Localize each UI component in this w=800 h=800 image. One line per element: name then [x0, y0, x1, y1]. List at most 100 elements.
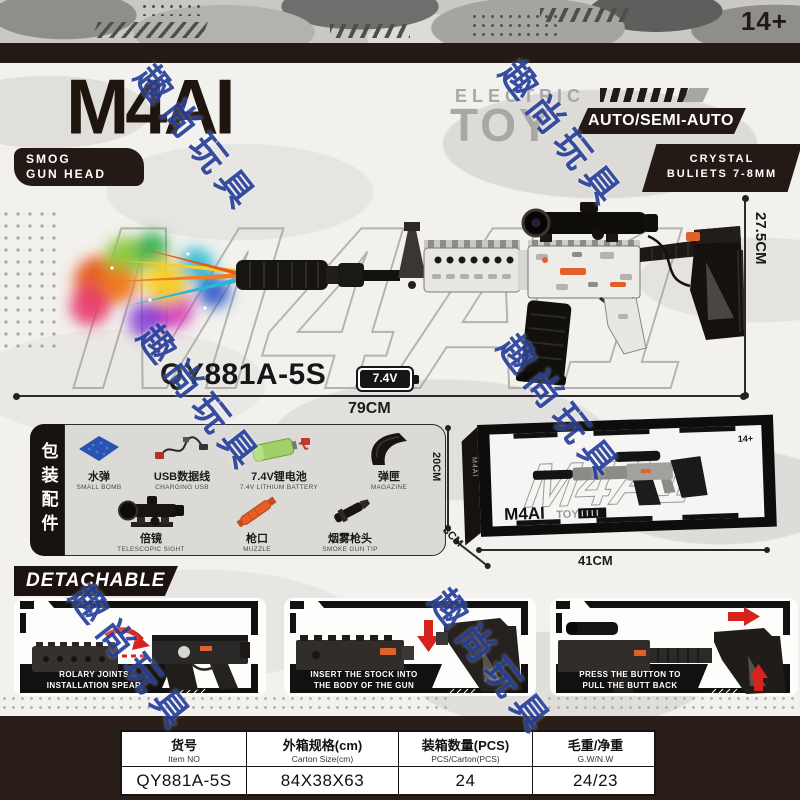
telescopic-sight-icon [103, 493, 199, 529]
accessory-label-en: 7.4V LITHIUM BATTERY [239, 484, 319, 491]
spec-header-item-no: 货号 Item NO [122, 732, 247, 767]
muzzle-icon [225, 493, 289, 529]
box-logo-title: M4AI [504, 504, 545, 524]
product-title: M4AI [66, 64, 236, 151]
crystal-line2: BULIETS 7-8MM [666, 168, 778, 180]
box-height-line [445, 425, 451, 531]
accessories-tab: 包装配件 [30, 424, 66, 556]
accessory-usb-cable: USB数据线 CHARGING USB [147, 431, 217, 491]
spec-value-carton-size: 84X38X63 [247, 767, 399, 794]
accessory-scope: 倍镜 TELESCOPIC SIGHT [103, 493, 199, 553]
accessories-tab-label: 包装配件 [38, 442, 58, 538]
spec-header-weight: 毛重/净重 G.W/N.W [533, 732, 658, 767]
step1-line1: ROLARY JOINTS [59, 670, 129, 679]
accessory-label-zh: 7.4V锂电池 [251, 471, 307, 483]
dot-decoration [470, 12, 560, 38]
accessory-battery: 7.4V锂电池 7.4V LITHIUM BATTERY [229, 431, 329, 491]
accessory-smoke-tip: 烟雾枪头 SMOKE GUN TIP [305, 493, 395, 553]
step-panel-2: INSERT THE STOCK INTO THE BODY OF THE GU… [284, 598, 536, 696]
smog-line2: GUN HEAD [26, 167, 107, 181]
lithium-battery-icon [229, 431, 329, 467]
box-gun-art [532, 450, 708, 506]
smog-line1: SMOG [26, 152, 71, 166]
battery-voltage: 7.4V [360, 370, 410, 388]
divider-band [0, 43, 800, 63]
dot-decoration [140, 2, 200, 16]
smoke-streaks [104, 248, 240, 310]
water-beads-icon [67, 431, 131, 467]
box-side-logo: M4AI [470, 457, 478, 478]
step1-caption: ROLARY JOINTS INSTALLATION SPEAR [20, 670, 168, 691]
step3-caption: PRESS THE BUTTON TO PULL THE BUTT BACK [556, 670, 704, 691]
box-width-label: 41CM [578, 553, 613, 568]
model-number: QY881A-5S [160, 358, 327, 391]
dot-decoration [0, 694, 452, 714]
hatch-decoration [92, 22, 208, 38]
step-panel-1: ROLARY JOINTS INSTALLATION SPEAR [14, 598, 266, 696]
box-width-line [476, 547, 770, 553]
accessory-label-zh: 倍镜 [140, 533, 162, 545]
step1-graphic [20, 601, 258, 694]
accessory-muzzle: 枪口 MUZZLE [225, 493, 289, 553]
rifle-illustration [70, 202, 746, 386]
crystal-bullets-badge: CRYSTAL BULIETS 7-8MM [642, 144, 800, 192]
hatch-decoration [540, 8, 630, 22]
step2-graphic [290, 601, 528, 694]
magazine [515, 300, 572, 386]
accessory-label-en: TELESCOPIC SIGHT [117, 546, 185, 553]
rifle-body [236, 202, 746, 386]
subtitle-toy: TOY [450, 99, 553, 151]
accessory-label-zh: USB数据线 [153, 471, 211, 483]
subtitle-electric: ELECTRIC [455, 86, 585, 106]
detachable-banner: DETACHABLE [14, 566, 178, 596]
usb-cable-icon [147, 431, 217, 467]
step3-graphic [556, 601, 790, 694]
dot-decoration [0, 208, 64, 348]
spec-header-carton-size: 外箱规格(cm) Carton Size(cm) [247, 732, 399, 767]
accessory-label-zh: 弹匣 [378, 471, 400, 483]
accessory-label-zh: 水弹 [88, 471, 110, 483]
smog-gun-head-badge: SMOG GUN HEAD [14, 148, 144, 186]
length-dimension-line [13, 392, 747, 400]
scope [521, 202, 658, 242]
battery-badge: 7.4V [356, 366, 419, 392]
smoke-gun-tip-icon [305, 493, 395, 529]
length-dimension-label: 79CM [348, 400, 391, 417]
accessory-label-en: SMOKE GUN TIP [322, 546, 378, 553]
step3-line2: PULL THE BUTT BACK [582, 680, 678, 690]
spec-table: 货号 Item NO 外箱规格(cm) Carton Size(cm) 装箱数量… [120, 730, 658, 796]
hatch-decoration [330, 24, 410, 38]
height-dimension-line [741, 195, 749, 399]
spec-value-weight: 24/23 [572, 771, 619, 790]
accessory-label-zh: 枪口 [246, 533, 268, 545]
spec-header-pcs: 装箱数量(PCS) PCS/Carton(PCS) [399, 732, 533, 767]
slash-decoration [600, 88, 704, 102]
height-dimension-label: 27.5CM [752, 212, 769, 265]
package-box: M4AI 14+ M4A1 M4AI TOY [461, 414, 777, 546]
step1-line2: INSTALLATION SPEAR [46, 680, 142, 690]
mode-badge: AUTO/SEMI-AUTO [576, 108, 746, 134]
step2-line1: INSERT THE STOCK INTO [310, 670, 418, 679]
age-badge: 14+ [740, 6, 788, 36]
step-panel-3: PRESS THE BUTTON TO PULL THE BUTT BACK [550, 598, 798, 696]
accessories-list: 水弹 SMALL BOMB USB数据线 CHARGING USB [64, 424, 446, 556]
box-age-badge: 14+ [738, 433, 754, 444]
accessory-magazine: 弹匣 MAGAZINE [349, 431, 429, 491]
smoke-cloud [70, 232, 230, 338]
step2-caption: INSERT THE STOCK INTO THE BODY OF THE GU… [290, 670, 438, 691]
accessory-label-en: SMALL BOMB [76, 484, 122, 491]
accessory-water-beads: 水弹 SMALL BOMB [67, 431, 131, 491]
spec-value-item-no: QY881A-5S [122, 767, 247, 794]
spec-value-pcs: 24 [399, 767, 533, 794]
box-logo-toy: TOY [556, 508, 579, 521]
accessory-label-zh: 烟雾枪头 [328, 533, 372, 545]
crystal-line1: CRYSTAL [689, 153, 755, 165]
step2-line2: THE BODY OF THE GUN [313, 680, 415, 690]
accessory-label-en: CHARGING USB [155, 484, 209, 491]
accessories-panel: 包装配件 水弹 SMALL BOMB USB数据线 CHARGING USB [30, 424, 446, 556]
magazine-icon [349, 431, 429, 467]
accessory-label-en: MAGAZINE [370, 484, 408, 491]
box-height-label: 20CM [430, 452, 442, 482]
accessory-label-en: MUZZLE [243, 546, 271, 553]
